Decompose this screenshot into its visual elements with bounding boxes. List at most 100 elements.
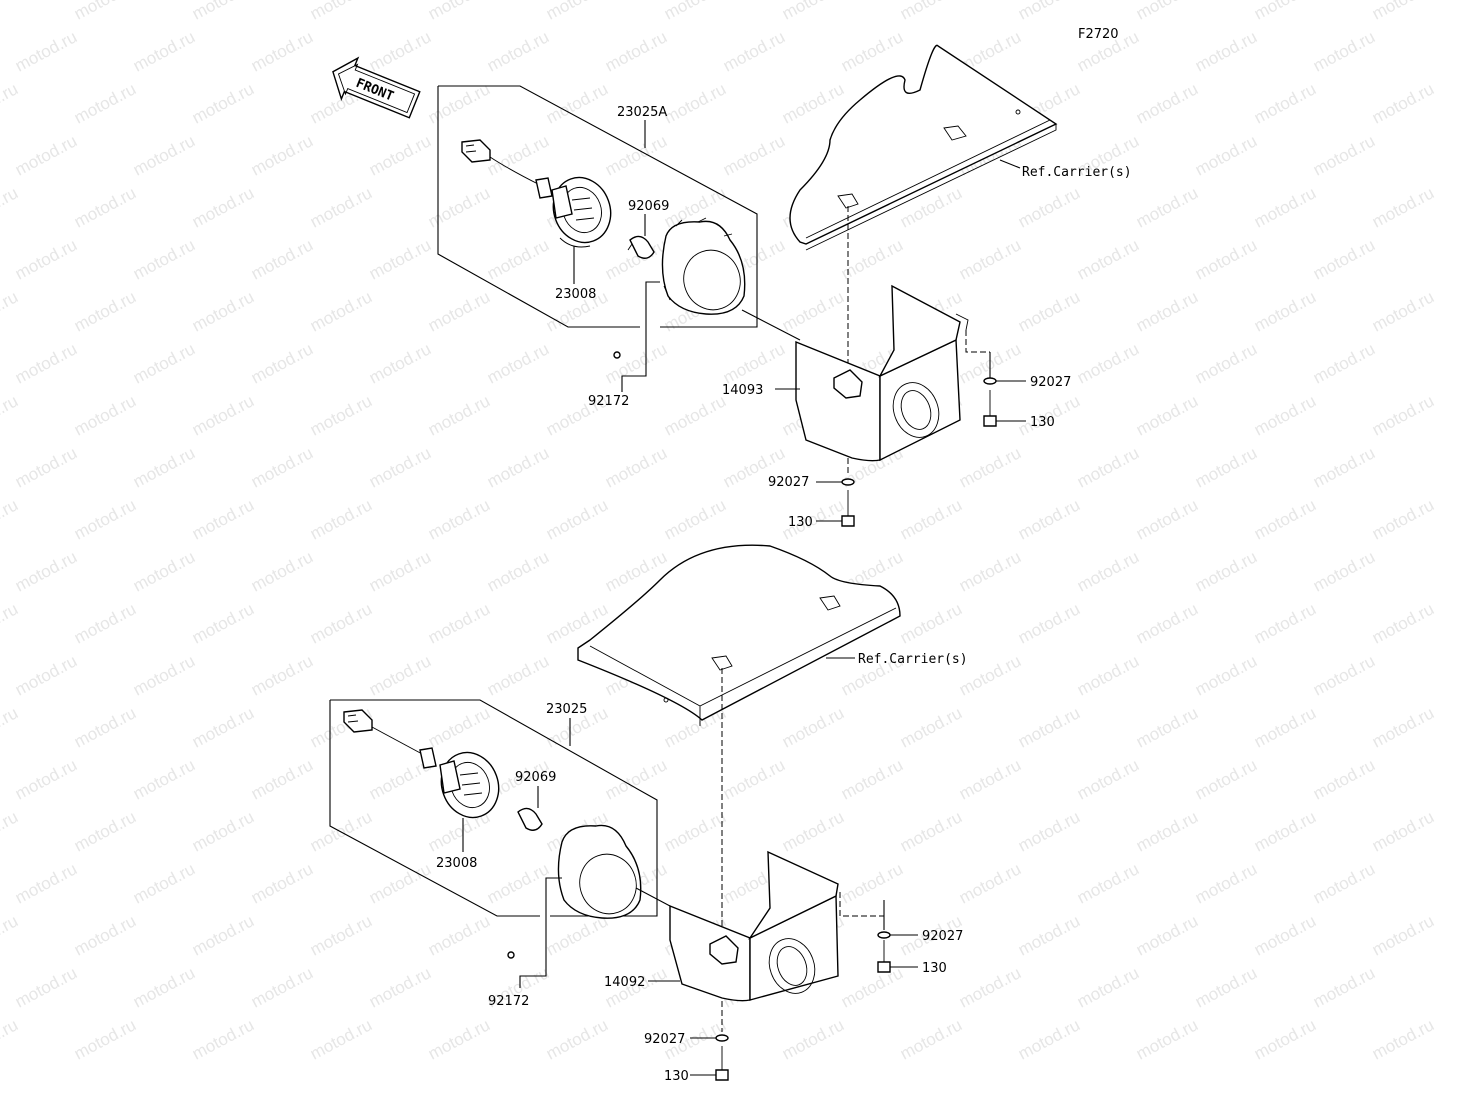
watermark-text: motod.ru	[956, 547, 1024, 595]
watermark-text: motod.ru	[1369, 911, 1437, 959]
watermark-text: motod.ru	[366, 27, 434, 75]
watermark-text: motod.ru	[130, 339, 198, 387]
watermark-text: motod.ru	[1369, 703, 1437, 751]
watermark-text: motod.ru	[71, 599, 139, 647]
watermark-text: motod.ru	[425, 703, 493, 751]
watermark-text: motod.ru	[248, 755, 316, 803]
connector-plug-icon	[461, 139, 553, 199]
watermark-text: motod.ru	[1310, 755, 1378, 803]
watermark-text: motod.ru	[1192, 755, 1260, 803]
watermark-text: motod.ru	[130, 859, 198, 907]
watermark-text: motod.ru	[248, 339, 316, 387]
watermark-text: motod.ru	[1015, 1015, 1083, 1063]
watermark-text: motod.ru	[1192, 339, 1260, 387]
watermark-text: motod.ru	[602, 339, 670, 387]
watermark-text: motod.ru	[366, 131, 434, 179]
watermark-text: motod.ru	[1310, 651, 1378, 699]
watermark-text: motod.ru	[1310, 131, 1378, 179]
watermark-text: motod.ru	[602, 755, 670, 803]
watermark-text: motod.ru	[248, 27, 316, 75]
watermark-text: motod.ru	[1369, 79, 1437, 127]
watermark-text: motod.ru	[12, 27, 80, 75]
watermark-text: motod.ru	[189, 287, 257, 335]
watermark-text: motod.ru	[189, 911, 257, 959]
watermark-text: motod.ru	[307, 495, 375, 543]
watermark-text: motod.ru	[1074, 339, 1142, 387]
watermark-text: motod.ru	[1133, 0, 1201, 24]
watermark-text: motod.ru	[1251, 807, 1319, 855]
watermark-text: motod.ru	[484, 339, 552, 387]
watermark-text: motod.ru	[189, 183, 257, 231]
watermark-text: motod.ru	[484, 443, 552, 491]
watermark-text: motod.ru	[189, 0, 257, 24]
watermark-text: motod.ru	[897, 703, 965, 751]
watermark-text: motod.ru	[0, 79, 21, 127]
watermark-text: motod.ru	[71, 391, 139, 439]
watermark-text: motod.ru	[897, 495, 965, 543]
carrier-icon	[577, 544, 901, 726]
watermark-text: motod.ru	[366, 235, 434, 283]
watermark-text: motod.ru	[1369, 287, 1437, 335]
watermark-text: motod.ru	[779, 0, 847, 24]
watermark-text: motod.ru	[1015, 183, 1083, 231]
washer-icon	[877, 931, 891, 939]
watermark-text: motod.ru	[307, 1015, 375, 1063]
watermark-text: motod.ru	[12, 651, 80, 699]
watermark-text: motod.ru	[602, 27, 670, 75]
watermark-text: motod.ru	[1310, 443, 1378, 491]
watermark-text: motod.ru	[484, 235, 552, 283]
watermark-text: motod.ru	[897, 599, 965, 647]
watermark-text: motod.ru	[130, 443, 198, 491]
watermark-text: motod.ru	[1133, 1015, 1201, 1063]
watermark-text: motod.ru	[307, 391, 375, 439]
watermark-text: motod.ru	[0, 287, 21, 335]
watermark-text: motod.ru	[130, 755, 198, 803]
screw-icon	[613, 351, 621, 359]
watermark-text: motod.ru	[838, 963, 906, 1011]
watermark-text: motod.ru	[1251, 0, 1319, 24]
watermark-text: motod.ru	[71, 287, 139, 335]
watermark-text: motod.ru	[189, 599, 257, 647]
watermark-text: motod.ru	[661, 0, 729, 24]
watermark-text: motod.ru	[1192, 859, 1260, 907]
watermark-text: motod.ru	[838, 755, 906, 803]
watermark-text: motod.ru	[366, 339, 434, 387]
bracket-icon	[795, 284, 969, 462]
label-washer-bottom: 92027	[644, 1032, 685, 1047]
watermark-text: motod.ru	[307, 911, 375, 959]
lower-assembly	[329, 544, 918, 1081]
watermark-text: motod.ru	[1074, 859, 1142, 907]
watermark-text: motod.ru	[1133, 703, 1201, 751]
watermark-text: motod.ru	[71, 79, 139, 127]
watermark-text: motod.ru	[425, 495, 493, 543]
watermark-text: motod.ru	[897, 1015, 965, 1063]
watermark-text: motod.ru	[248, 651, 316, 699]
watermark-text: motod.ru	[1015, 807, 1083, 855]
watermark-text: motod.ru	[12, 339, 80, 387]
watermark-text: motod.ru	[1310, 859, 1378, 907]
label-washer-side: 92027	[1030, 375, 1071, 390]
bulb-icon	[517, 807, 543, 831]
watermark-text: motod.ru	[0, 391, 21, 439]
watermark-text: motod.ru	[130, 235, 198, 283]
watermark-text: motod.ru	[0, 0, 21, 24]
watermark-text: motod.ru	[1133, 599, 1201, 647]
socket-icon	[439, 751, 500, 819]
watermark-text: motod.ru	[484, 547, 552, 595]
watermark-text: motod.ru	[1133, 911, 1201, 959]
label-washer-side: 92027	[922, 929, 963, 944]
label-bracket: 14092	[604, 975, 645, 990]
watermark-text: motod.ru	[307, 183, 375, 231]
watermark-text: motod.ru	[12, 547, 80, 595]
watermark-text: motod.ru	[130, 547, 198, 595]
watermark-text: motod.ru	[779, 807, 847, 855]
label-socket: 23008	[436, 856, 477, 871]
watermark-text: motod.ru	[248, 235, 316, 283]
label-bolt-bottom: 130	[664, 1069, 689, 1084]
watermark-text: motod.ru	[0, 1015, 21, 1063]
watermark-text: motod.ru	[838, 27, 906, 75]
watermark-text: motod.ru	[779, 79, 847, 127]
watermark-text: motod.ru	[779, 703, 847, 751]
watermark-text: motod.ru	[0, 183, 21, 231]
watermark-text: motod.ru	[602, 443, 670, 491]
